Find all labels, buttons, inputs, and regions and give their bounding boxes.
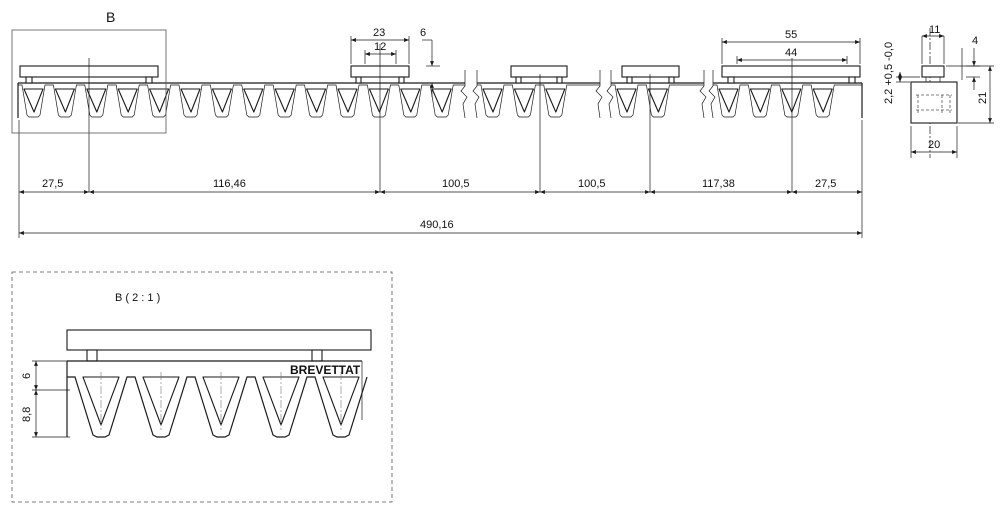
rack-teeth (18, 84, 862, 118)
dim-12: 12 (374, 41, 386, 53)
dim-6: 6 (420, 27, 426, 39)
dim-116-46: 116,46 (213, 178, 246, 190)
dim-23: 23 (373, 27, 385, 39)
dim-4: 4 (972, 35, 978, 47)
center-lines (18, 36, 863, 238)
tooth-profile (713, 84, 862, 118)
tooth-groove (718, 88, 739, 113)
brevettato-stamp: BREVETTAT (290, 363, 361, 377)
tooth-groove (513, 88, 534, 113)
detail-b-view-frame (11, 271, 393, 503)
tooth-groove (482, 88, 503, 113)
rack-front-view: B (11, 9, 863, 238)
mounting-plates (19, 65, 861, 84)
dim-detail-6: 6 (21, 373, 33, 379)
rack-side-view: 11 4 21 2,2 +0,5 -0,0 20 (883, 24, 994, 158)
dimension-values: 27,5 116,46 100,5 100,5 117,38 27,5 490,… (42, 27, 836, 231)
tooth-profile (611, 84, 704, 118)
detail-b-title: B ( 2 : 1 ) (115, 292, 160, 304)
tooth-groove (368, 88, 389, 113)
tooth-profile (18, 84, 465, 118)
dim-55: 55 (785, 29, 797, 41)
dim-11: 11 (929, 24, 940, 36)
tooth-groove (23, 88, 44, 113)
tooth-groove (180, 88, 201, 113)
tooth-groove (117, 88, 138, 113)
detail-b-view: B ( 2 : 1 ) BREVETTAT 6 8,8 (11, 271, 393, 503)
tooth-groove (647, 88, 668, 113)
dim-tolerance: 2,2 +0,5 -0,0 (883, 42, 895, 104)
dim-100-5-b: 100,5 (578, 178, 606, 190)
dim-100-5-a: 100,5 (442, 178, 470, 190)
tooth-groove (274, 88, 295, 113)
detail-tooth-profile (67, 376, 368, 438)
tooth-groove (431, 88, 452, 113)
tooth-groove (306, 88, 327, 113)
tooth-groove (243, 88, 264, 113)
detail-teeth (67, 372, 368, 438)
dim-27-5-right: 27,5 (815, 178, 836, 190)
dim-20: 20 (928, 139, 940, 151)
detail-b-frame (11, 29, 167, 134)
tooth-groove (86, 88, 107, 113)
dim-44: 44 (785, 47, 797, 59)
tooth-groove (749, 88, 770, 113)
tooth-groove (211, 88, 232, 113)
dim-detail-8-8: 8,8 (21, 407, 33, 422)
dim-21: 21 (977, 92, 989, 104)
dim-27-5-left: 27,5 (42, 178, 63, 190)
tooth-groove (781, 88, 802, 113)
tooth-profile (477, 84, 600, 118)
tooth-groove (54, 88, 75, 113)
dim-total-length: 490,16 (420, 219, 454, 231)
tooth-groove (337, 88, 358, 113)
break-marks (460, 70, 716, 119)
tooth-groove (400, 88, 421, 113)
detail-marker-b: B (106, 9, 115, 25)
dim-117-38: 117,38 (702, 178, 735, 190)
tooth-groove (545, 88, 566, 113)
tooth-groove (812, 88, 833, 113)
dimension-lines (19, 38, 862, 235)
tooth-groove (616, 88, 637, 113)
tooth-groove (149, 88, 170, 113)
